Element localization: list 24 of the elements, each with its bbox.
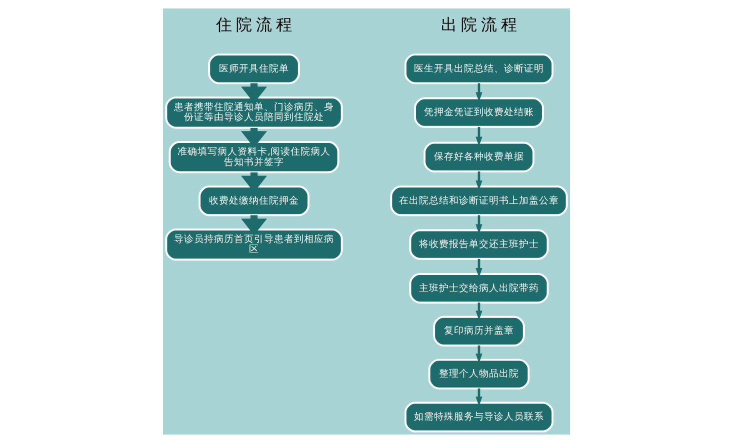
- node-box: 整理个人物品出院: [428, 358, 530, 390]
- node-box: 保存好各种收费单据: [424, 142, 534, 172]
- node-box: 复印病历并盖章: [433, 316, 525, 346]
- arrow: [476, 388, 482, 406]
- node-box: 在出院总结和诊断证明书上加盖公章: [390, 186, 568, 216]
- node-box: 医生开具出院总结、诊断证明: [404, 54, 554, 84]
- arrow: [476, 126, 482, 146]
- arrow: [476, 83, 482, 102]
- node-box: 收费处缴纳住院押金: [198, 186, 310, 216]
- arrow: [476, 215, 482, 234]
- node-box: 如需特殊服务与导诊人员联系: [404, 402, 554, 432]
- arrow: [476, 258, 482, 278]
- label: 出 院 流 程: [441, 16, 517, 34]
- node-box: 患者携带住院通知单、门诊病历、身份证等由导诊人员陪同到住院处: [165, 96, 343, 129]
- arrow: [476, 346, 482, 364]
- arrow: [476, 171, 482, 190]
- node-box: 将收费报告单交还主班护士: [409, 229, 549, 260]
- arrow: [476, 302, 482, 320]
- node-box: 医师开具住院单: [208, 54, 300, 84]
- label: 住 院 流 程: [216, 16, 292, 34]
- node-box: 导诊员持病历首页引导患者到相应病区: [165, 228, 343, 261]
- node-box: 准确填写病人资料卡,阅读住院病人告知书并签字: [168, 141, 340, 174]
- node-box: 凭押金凭证到收费处结账: [414, 97, 544, 128]
- node-box: 主班护士交给病人出院带药: [409, 272, 549, 304]
